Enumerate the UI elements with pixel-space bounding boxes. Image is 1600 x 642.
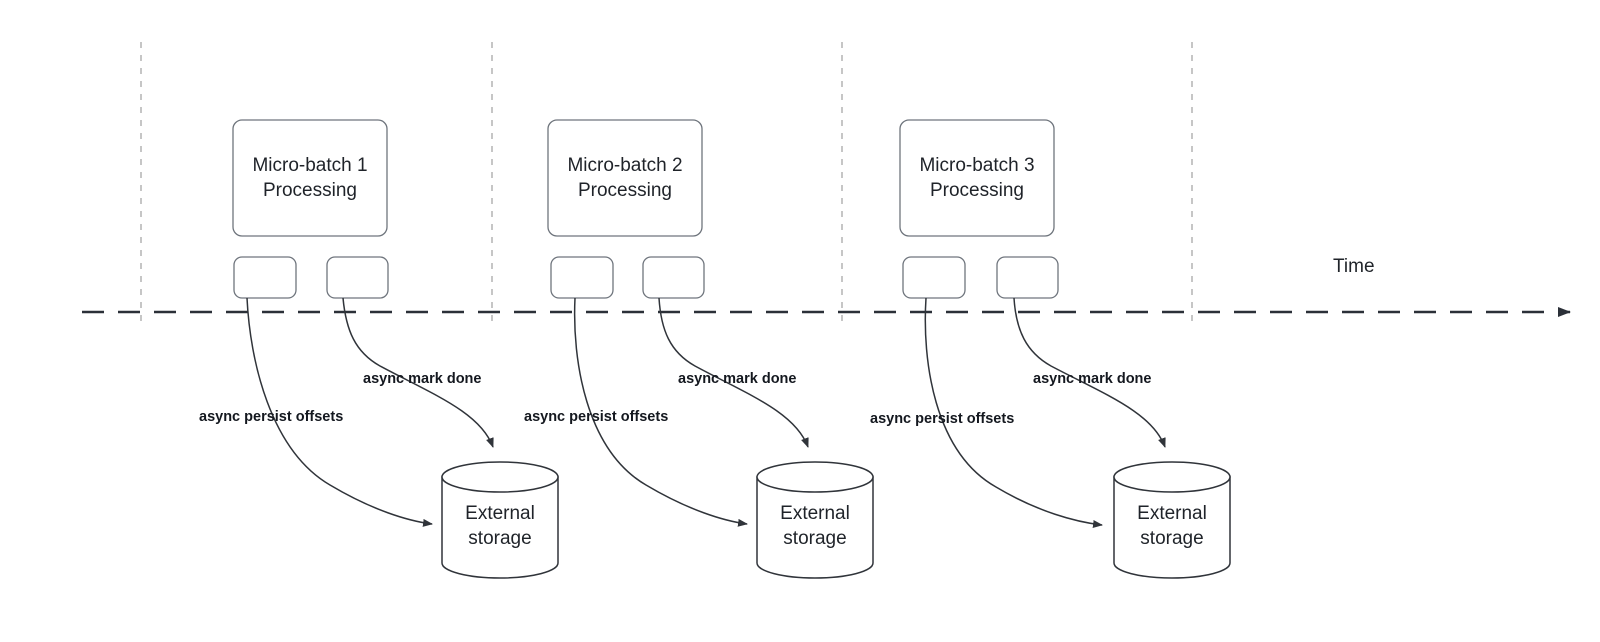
mark-done-connector [658,297,809,448]
group-3-shapes [899,119,1231,579]
external-storage-cylinder[interactable] [1113,461,1231,579]
persist-offsets-connector [924,297,1103,528]
time-axis-label: Time [1333,256,1375,277]
persist-offsets-task-box[interactable] [902,256,966,299]
batch-boundaries [140,42,1193,325]
mark-done-task-box[interactable] [326,256,389,299]
persist-offsets-task-box[interactable] [233,256,297,299]
external-storage-cylinder[interactable] [756,461,874,579]
mark-done-task-box[interactable] [996,256,1059,299]
group-1-shapes [232,119,559,579]
mark-done-label-1: async mark done [363,371,482,387]
mark-done-label-3: async mark done [1033,371,1152,387]
external-storage-cylinder[interactable] [441,461,559,579]
mark-done-connector [342,297,494,448]
processing-box[interactable] [899,119,1055,237]
persist-offsets-connector [573,297,748,527]
persist-offsets-label-3: async persist offsets [870,411,1015,427]
persist-offsets-connector [246,297,433,527]
mark-done-task-box[interactable] [642,256,705,299]
processing-box[interactable] [232,119,388,237]
persist-offsets-label-2: async persist offsets [524,409,669,425]
persist-offsets-label-1: async persist offsets [199,409,344,425]
persist-offsets-task-box[interactable] [550,256,614,299]
mark-done-connector [1013,297,1166,448]
mark-done-label-2: async mark done [678,371,797,387]
group-2-shapes [547,119,874,579]
processing-box[interactable] [547,119,703,237]
